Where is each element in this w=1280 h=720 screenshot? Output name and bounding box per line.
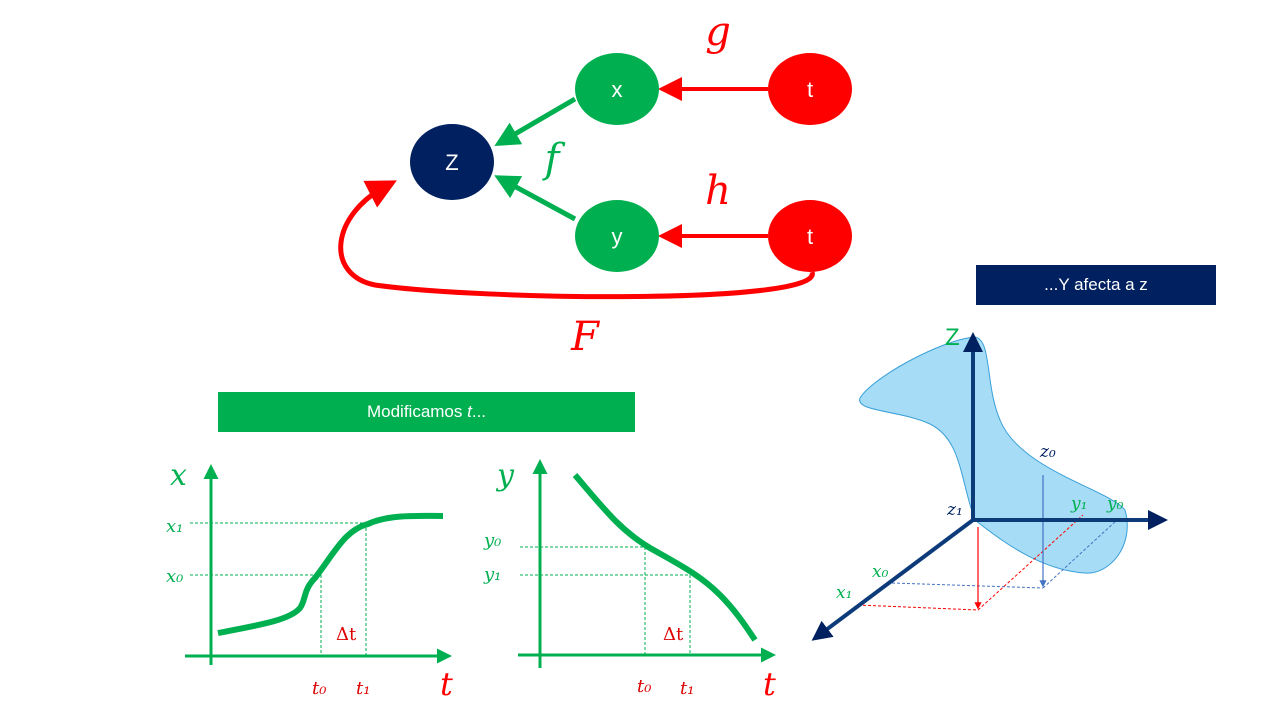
causal-graph: Z x t y t f g h F — [338, 9, 852, 360]
label-h: h — [705, 168, 731, 214]
modify-banner-suffix: ... — [471, 402, 487, 421]
graph-x-of-t: x₁ x₀ t₀ t₁ Δt x t — [166, 458, 453, 703]
delta-t: Δt — [336, 624, 357, 645]
tick-y0: y₀ — [483, 530, 501, 551]
tick-y1: y₁ — [483, 564, 501, 585]
node-y — [575, 200, 659, 272]
tick-t1: t₁ — [356, 678, 370, 699]
node-t-bottom-label: t — [807, 224, 813, 249]
node-t-top — [768, 53, 852, 125]
axis-label-t: t — [763, 665, 776, 703]
label-f: f — [542, 136, 566, 182]
delta-t: Δt — [663, 624, 684, 645]
tick-t1: t₁ — [680, 678, 694, 699]
node-x-label: x — [612, 77, 623, 102]
effect-banner-text: ...Y afecta a z — [1044, 275, 1148, 294]
node-y-label: y — [612, 224, 623, 249]
modify-banner-var: t — [467, 402, 472, 421]
modify-banner: Modificamos t... — [218, 392, 635, 432]
curve-y — [572, 473, 758, 642]
tick-t0: t₀ — [637, 676, 651, 697]
tick-x1: x₁ — [166, 516, 183, 537]
surface — [859, 336, 1128, 574]
axis-label-z: Z — [945, 324, 960, 351]
surface-plot-3d: Z z₀ z₁ y₁ y₀ x₀ x₁ — [811, 324, 1168, 641]
node-t-bottom — [768, 200, 852, 272]
arrow-y-to-z — [494, 175, 577, 222]
tick-t0: t₀ — [312, 678, 326, 699]
axis-label-t: t — [440, 665, 453, 703]
label-z0: z₀ — [1039, 442, 1056, 462]
label-F: F — [570, 314, 600, 360]
label-x1: x₁ — [836, 583, 852, 603]
node-z-label: Z — [445, 150, 458, 175]
node-t-top-label: t — [807, 77, 813, 102]
node-x — [575, 53, 659, 125]
tick-x0: x₀ — [166, 566, 183, 587]
label-y0: y₀ — [1106, 494, 1124, 514]
arrow-x-to-z — [494, 96, 577, 147]
label-g: g — [705, 9, 731, 55]
label-x0: x₀ — [872, 562, 889, 582]
axis-label-x: x — [170, 458, 187, 493]
modify-banner-prefix: Modificamos — [366, 402, 468, 421]
node-z — [410, 124, 494, 200]
graph-y-of-t: y₀ y₁ t₀ t₁ Δt y t — [483, 458, 776, 703]
curve-x — [217, 512, 444, 636]
effect-banner: ...Y afecta a z — [976, 265, 1216, 305]
axis-label-y: y — [495, 458, 515, 493]
label-z1: z₁ — [946, 500, 963, 520]
label-y1: y₁ — [1070, 494, 1087, 514]
arrow-F — [338, 180, 815, 300]
